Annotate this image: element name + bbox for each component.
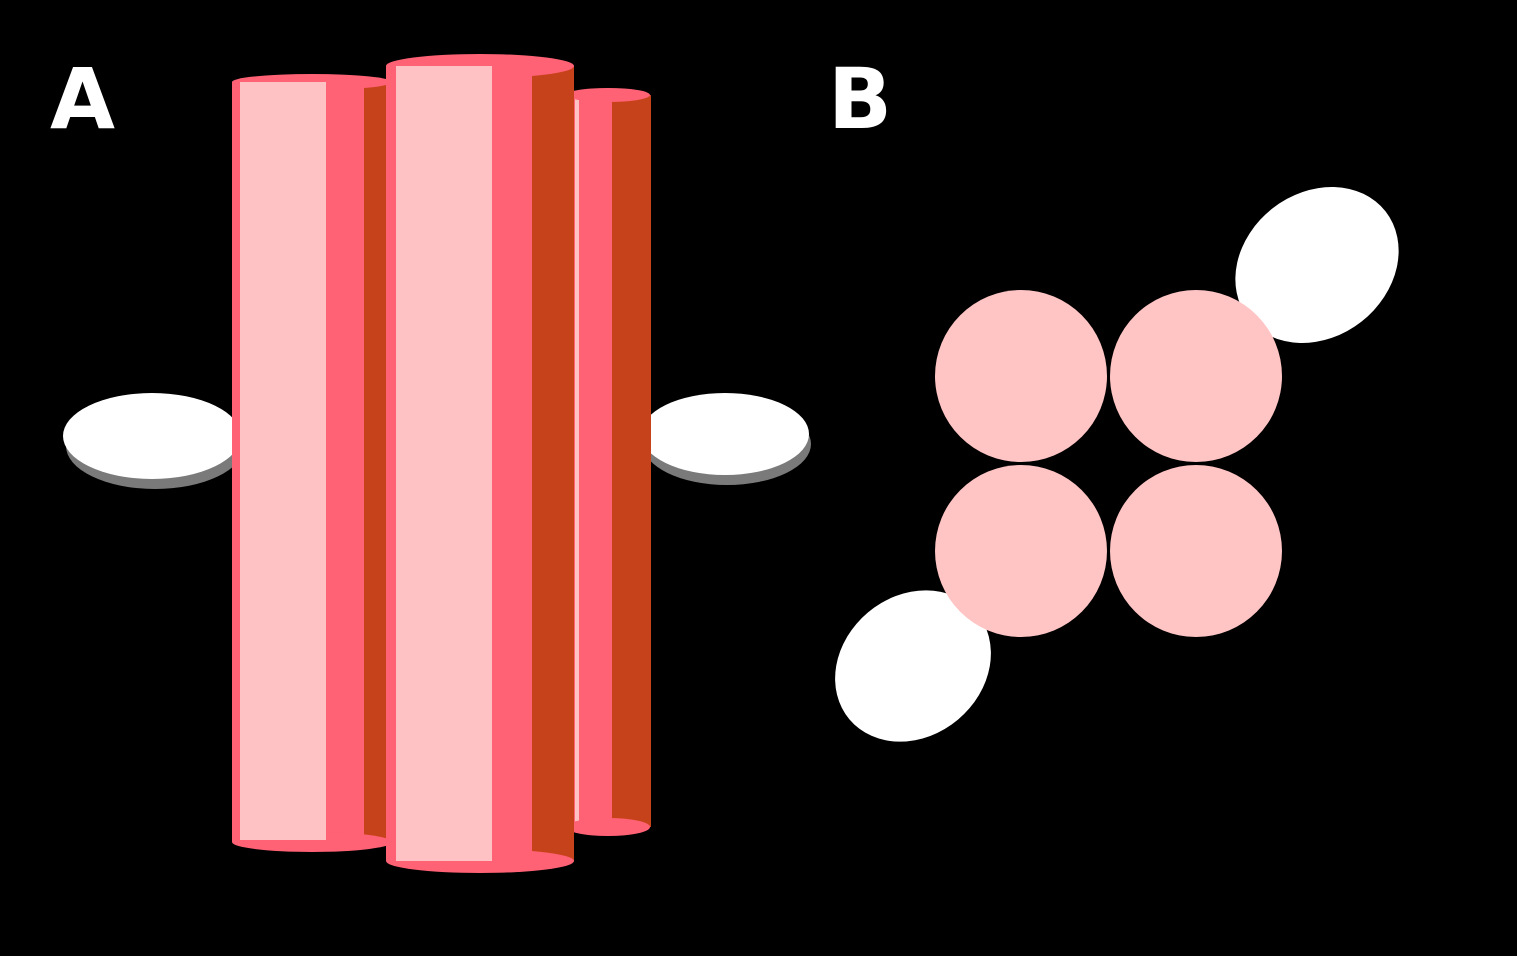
ellipse-bottom-left [835,590,991,742]
panel-a: A [50,50,811,873]
ellipsoid-left-body [63,393,241,479]
cylinder-center [386,54,574,873]
panel-b: B [828,50,1399,742]
panel-a-label: A [50,50,115,148]
cylinder-back-right [566,88,651,836]
ellipse-top-right [1235,186,1399,344]
panel-b-label: B [828,50,892,148]
cylinder-left [232,74,392,852]
circle-top-right [1110,290,1282,462]
circle-top-left [935,290,1107,462]
ellipsoid-left [63,393,244,489]
ellipsoid-right [641,393,811,485]
circle-bottom-left [935,465,1107,637]
circle-bottom-right [1110,465,1282,637]
ellipsoid-right-body [641,393,809,475]
